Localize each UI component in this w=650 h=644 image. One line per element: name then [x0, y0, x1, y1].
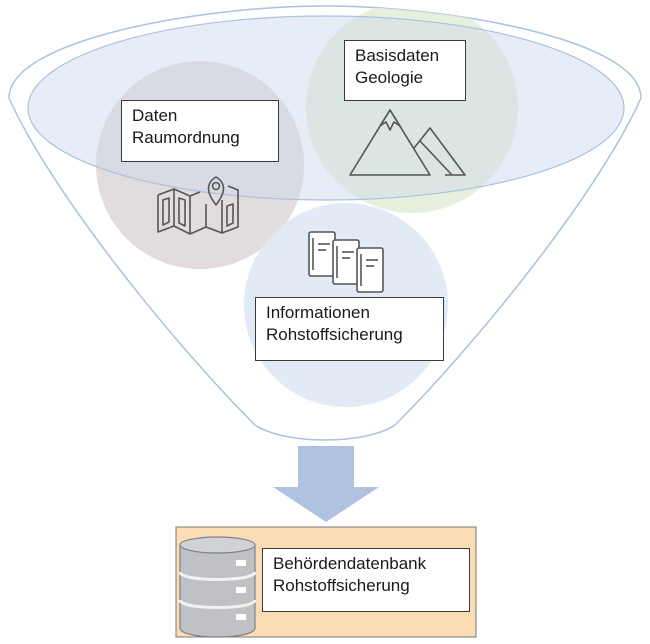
label-geologie-line2: Geologie — [355, 68, 424, 87]
label-database: Behördendatenbank Rohstoffsicherung — [262, 548, 470, 612]
label-geologie-line1: Basisdaten — [355, 46, 440, 65]
label-information: Informationen Rohstoffsicherung — [255, 297, 444, 361]
label-geologie: Basisdaten Geologie — [344, 40, 466, 101]
database-icon — [178, 536, 257, 638]
label-information-line1: Informationen — [266, 303, 370, 322]
label-raumordnung-line1: Daten — [132, 106, 178, 125]
label-database-line2: Rohstoffsicherung — [273, 576, 410, 595]
label-raumordnung: Daten Raumordnung — [121, 100, 279, 162]
label-raumordnung-line2: Raumordnung — [132, 128, 240, 147]
label-information-line2: Rohstoffsicherung — [266, 325, 403, 344]
map-pin-icon — [157, 176, 239, 235]
label-database-line1: Behördendatenbank — [273, 554, 427, 573]
mountain-icon — [349, 109, 466, 176]
down-arrow — [273, 446, 379, 522]
funnel-opening — [27, 15, 625, 201]
books-icon — [308, 231, 384, 293]
